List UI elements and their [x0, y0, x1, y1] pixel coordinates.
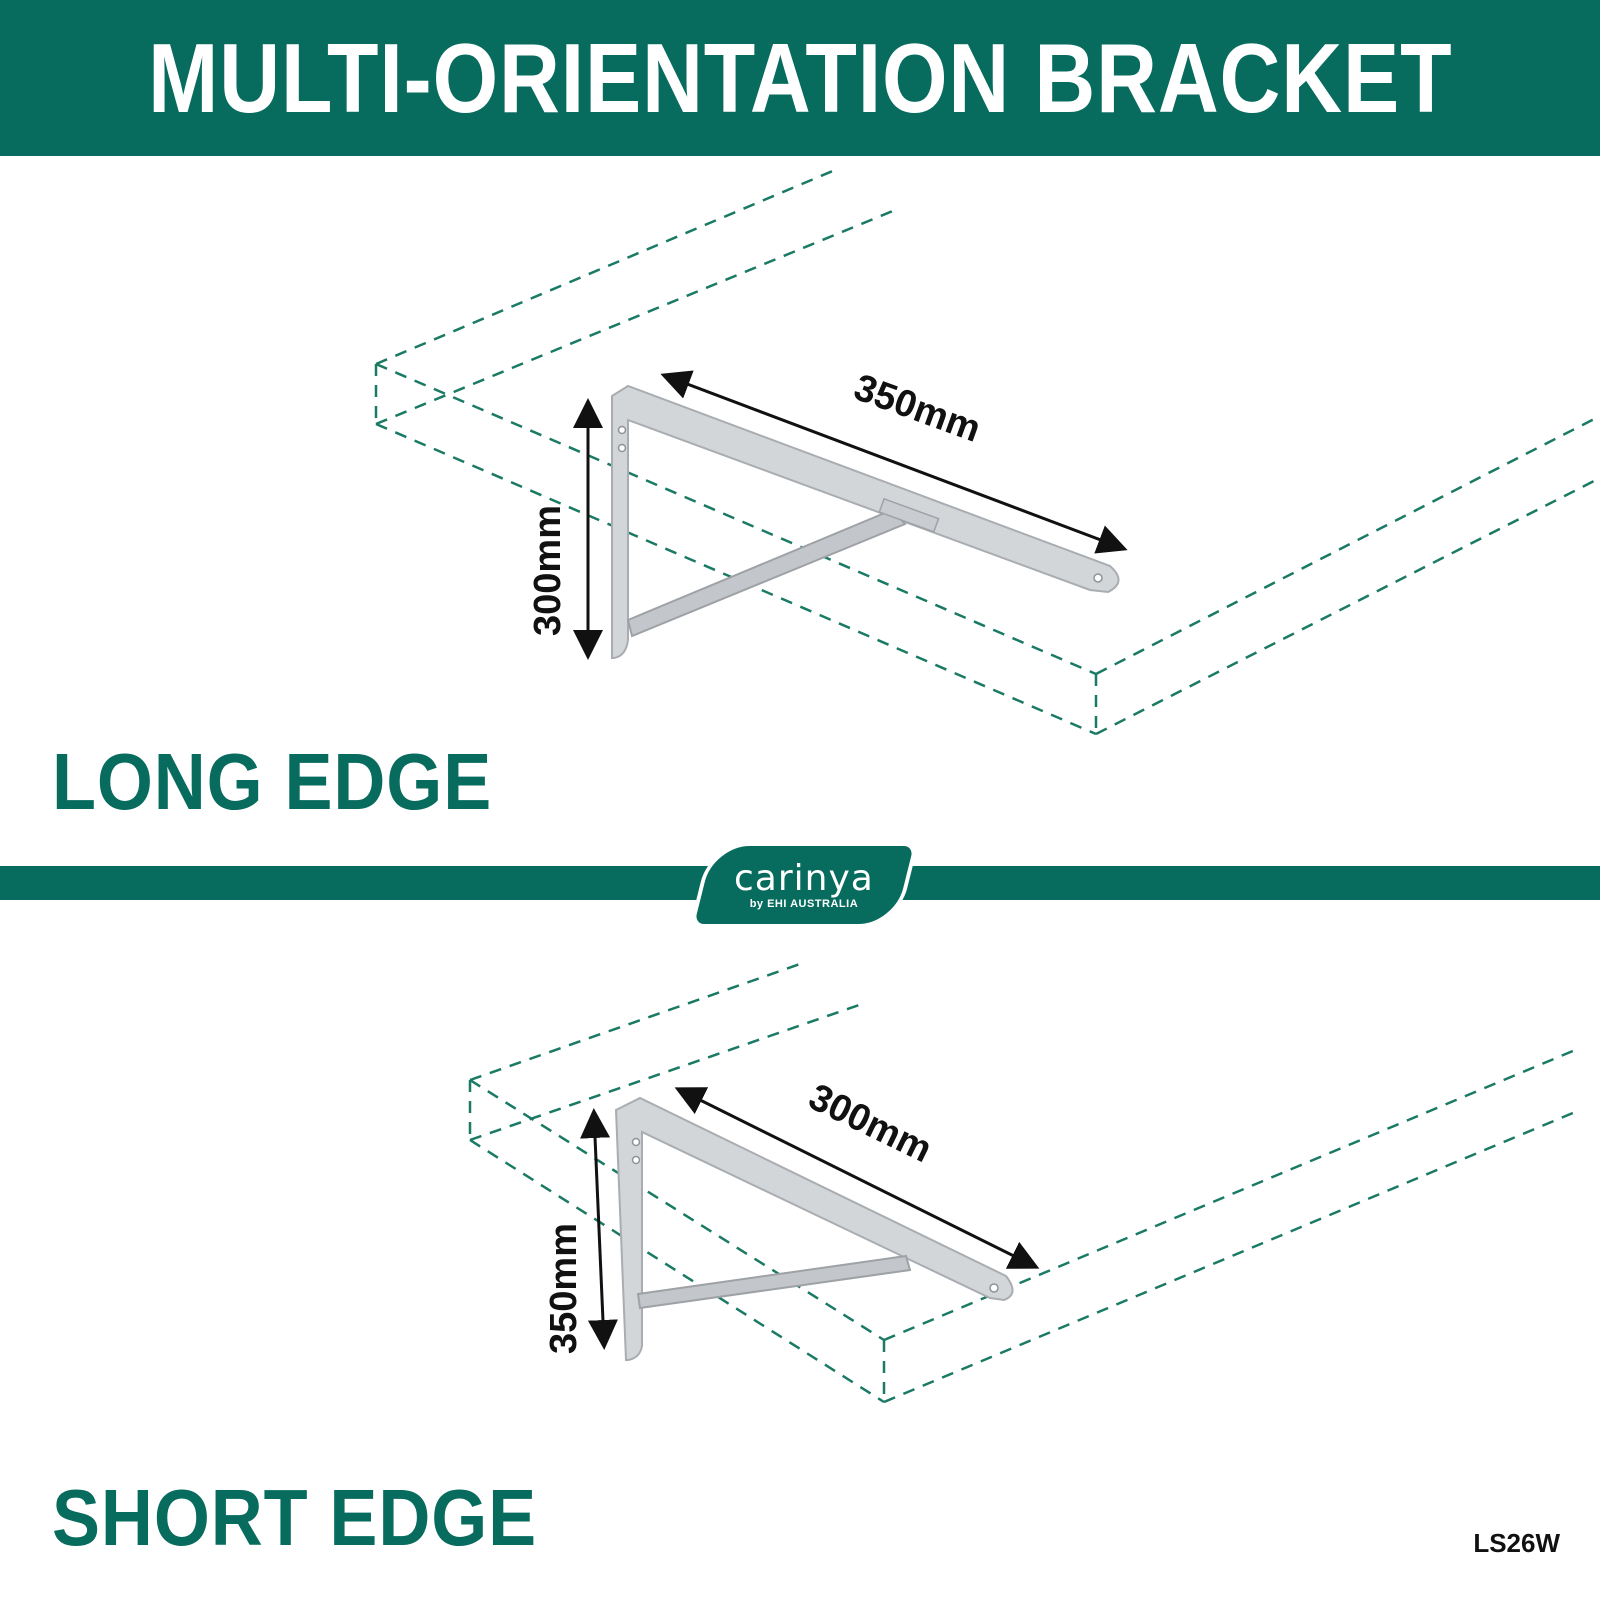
short-edge-label: SHORT EDGE	[52, 1473, 538, 1562]
long-edge-bracket	[611, 384, 1120, 659]
long-edge-label: LONG EDGE	[52, 737, 493, 826]
header-band: MULTI-ORIENTATION BRACKET	[0, 0, 1600, 156]
long-edge-vertical-dimension: 300mm	[527, 505, 569, 636]
short-edge-shelf-outline	[468, 962, 1581, 1404]
short-edge-vertical-dimension: 350mm	[543, 1223, 585, 1354]
brand-tagline: by EHI AUSTRALIA	[749, 898, 859, 910]
logo-text: carinya by EHI AUSTRALIA	[734, 858, 874, 910]
brand-name: carinya	[734, 858, 874, 899]
long-edge-dimension-arrows	[573, 370, 1128, 660]
short-edge-bracket	[614, 1096, 1014, 1361]
short-edge-horizontal-dimension: 300mm	[802, 1076, 938, 1171]
long-edge-horizontal-dimension: 350mm	[849, 366, 986, 450]
short-edge-dimension-arrows	[580, 1087, 1040, 1350]
carinya-logo: carinya by EHI AUSTRALIA	[689, 842, 919, 928]
product-code: LS26W	[1473, 1528, 1560, 1558]
long-edge-shelf-outline	[374, 168, 1600, 736]
page-title: MULTI-ORIENTATION BRACKET	[147, 22, 1453, 133]
